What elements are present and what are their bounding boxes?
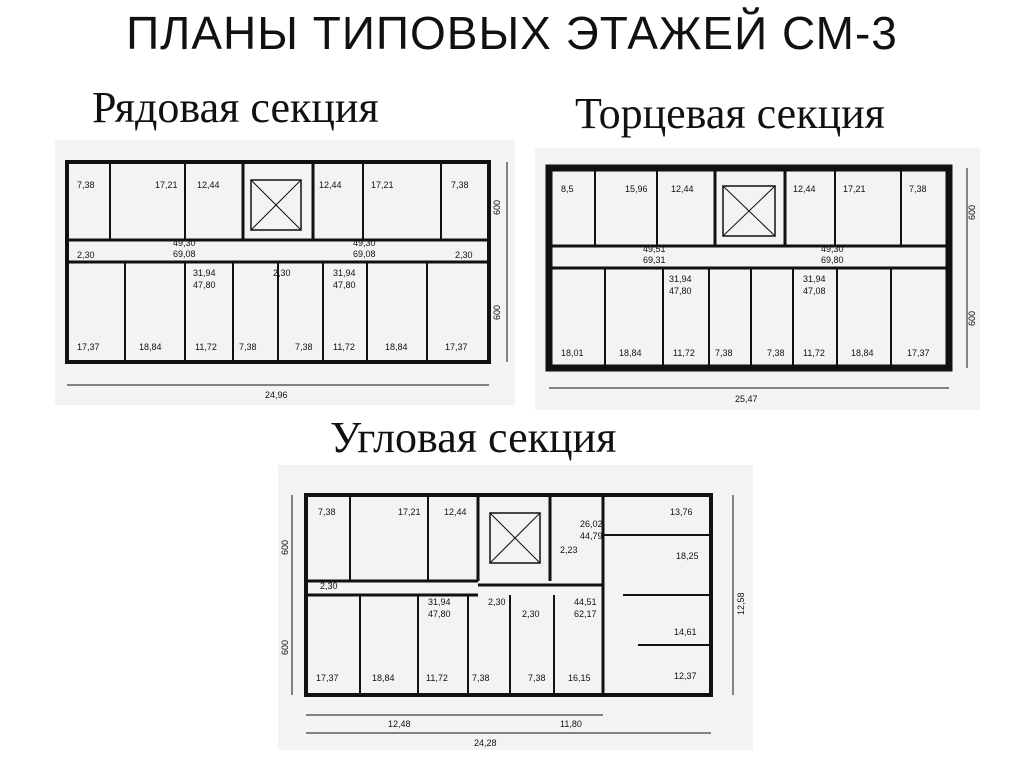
room-label: 15,96: [625, 184, 648, 194]
dimension-label: 600: [967, 311, 977, 326]
room-label: 11,72: [803, 348, 825, 358]
room-label: 2,23: [560, 545, 578, 555]
area-label: 2,30: [488, 597, 506, 607]
area-label: 49,30: [821, 244, 844, 254]
dimension-label: 11,80: [560, 719, 582, 729]
room-label: 7,38: [472, 673, 490, 683]
dimension-label: 24,28: [474, 738, 497, 748]
end-section-label: Торцевая секция: [575, 89, 885, 138]
area-label: 69,80: [821, 255, 844, 265]
room-label: 11,72: [426, 673, 448, 683]
dimension-label: 12,48: [388, 719, 411, 729]
room-label: 26,02: [580, 519, 603, 529]
page-title: ПЛАНЫ ТИПОВЫХ ЭТАЖЕЙ СМ-3: [126, 7, 898, 59]
room-label: 17,21: [371, 180, 394, 190]
area-label: 47,80: [193, 280, 216, 290]
area-label: 31,94: [428, 597, 451, 607]
corner-section-plan: 7,38 17,21 12,44 13,76 26,02 44,79 2,23 …: [278, 465, 753, 750]
room-label: 16,15: [568, 673, 591, 683]
room-label: 12,44: [197, 180, 220, 190]
room-label: 12,44: [319, 180, 342, 190]
room-label: 18,84: [851, 348, 874, 358]
area-label: 69,31: [643, 255, 666, 265]
room-label: 7,38: [528, 673, 546, 683]
room-label: 7,38: [295, 342, 313, 352]
room-label: 17,37: [907, 348, 930, 358]
room-label: 18,25: [676, 551, 699, 561]
dimension-label: 600: [492, 305, 502, 320]
area-label: 69,08: [353, 249, 376, 259]
room-label: 12,44: [793, 184, 816, 194]
room-label: 18,84: [385, 342, 408, 352]
area-label: 49,51: [643, 244, 666, 254]
room-label: 44,79: [580, 531, 603, 541]
area-label: 31,94: [669, 274, 692, 284]
area-label: 2,30: [273, 268, 291, 278]
dimension-label: 12,58: [736, 592, 746, 615]
row-section-label: Рядовая секция: [92, 83, 379, 132]
dimension-label: 25,47: [735, 394, 758, 404]
area-label: 2,30: [455, 250, 473, 260]
end-section-plan: 8,5 15,96 12,44 12,44 17,21 7,38 49,51 6…: [535, 148, 980, 410]
room-label: 11,72: [673, 348, 695, 358]
area-label: 31,94: [193, 268, 216, 278]
dimension-label: 600: [280, 540, 290, 555]
room-label: 11,72: [333, 342, 355, 352]
room-label: 17,21: [843, 184, 866, 194]
area-label: 31,94: [333, 268, 356, 278]
area-label: 47,80: [333, 280, 356, 290]
room-label: 12,44: [671, 184, 694, 194]
room-label: 17,21: [398, 507, 421, 517]
room-label: 8,5: [561, 184, 574, 194]
area-label: 31,94: [803, 274, 826, 284]
area-label: 47,80: [428, 609, 451, 619]
area-label: 47,08: [803, 286, 826, 296]
area-label: 2,30: [77, 250, 95, 260]
room-label: 7,38: [767, 348, 785, 358]
room-label: 12,37: [674, 671, 697, 681]
room-label: 7,38: [77, 180, 95, 190]
room-label: 17,21: [155, 180, 178, 190]
area-label: 49,30: [353, 238, 376, 248]
room-label: 7,38: [318, 507, 336, 517]
dimension-label: 600: [967, 205, 977, 220]
area-label: 62,17: [574, 609, 597, 619]
dimension-label: 24,96: [265, 390, 288, 400]
room-label: 7,38: [909, 184, 927, 194]
dimension-label: 600: [492, 200, 502, 215]
area-label: 49,30: [173, 238, 196, 248]
room-label: 7,38: [715, 348, 733, 358]
room-label: 7,38: [239, 342, 257, 352]
area-label: 2,30: [320, 581, 338, 591]
area-label: 69,08: [173, 249, 196, 259]
area-label: 44,51: [574, 597, 597, 607]
room-label: 14,61: [674, 627, 697, 637]
corner-section-label: Угловая секция: [330, 413, 617, 462]
area-label: 47,80: [669, 286, 692, 296]
room-label: 18,84: [619, 348, 642, 358]
area-label: 2,30: [522, 609, 540, 619]
room-label: 18,84: [139, 342, 162, 352]
room-label: 11,72: [195, 342, 217, 352]
room-label: 18,01: [561, 348, 584, 358]
row-section-plan: 7,38 17,21 12,44 12,44 17,21 7,38 2,30 4…: [55, 140, 515, 405]
room-label: 17,37: [316, 673, 339, 683]
room-label: 17,37: [77, 342, 100, 352]
room-label: 17,37: [445, 342, 468, 352]
room-label: 12,44: [444, 507, 467, 517]
room-label: 18,84: [372, 673, 395, 683]
room-label: 7,38: [451, 180, 469, 190]
room-label: 13,76: [670, 507, 693, 517]
dimension-label: 600: [280, 640, 290, 655]
